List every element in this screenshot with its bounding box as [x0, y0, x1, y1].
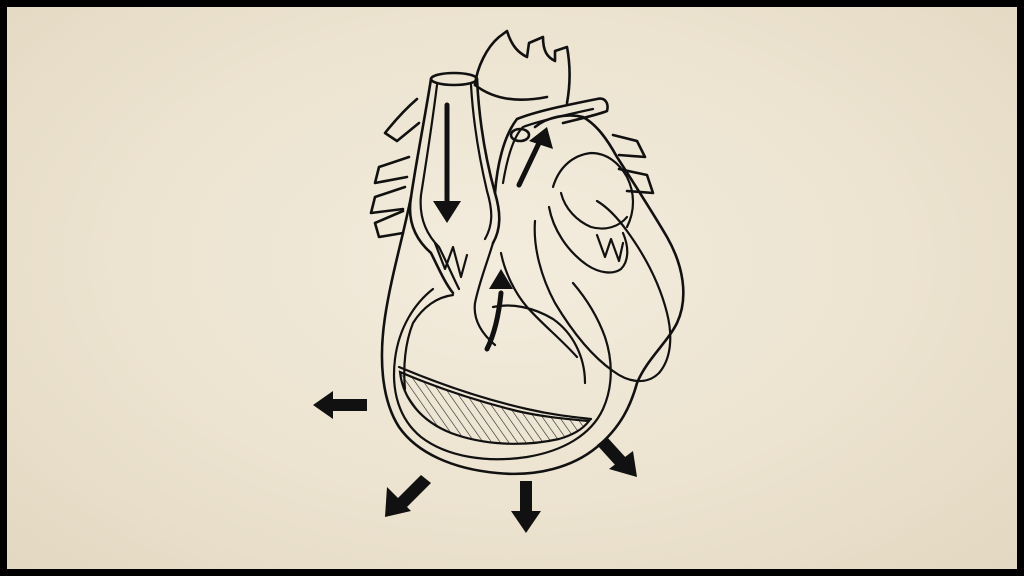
outward-arrow-down — [511, 481, 541, 533]
heart-outline — [380, 114, 685, 476]
outward-arrow-down-left — [385, 475, 431, 517]
vena-cava — [408, 71, 501, 295]
outward-arrow-down-right — [597, 437, 637, 477]
left-vessel-stubs — [369, 97, 421, 239]
heart-diagram — [313, 29, 685, 533]
pulmonary-artery — [493, 97, 609, 195]
paper-background — [7, 7, 1017, 569]
hatched-wall — [397, 365, 593, 445]
left-chambers — [433, 151, 672, 383]
flow-arrow-down — [433, 102, 461, 223]
flow-arrow-up — [484, 269, 513, 352]
right-chambers — [392, 241, 612, 461]
aorta-arch — [473, 29, 571, 105]
flow-arrow-diagonal — [516, 127, 553, 188]
outward-arrow-left — [313, 391, 367, 419]
